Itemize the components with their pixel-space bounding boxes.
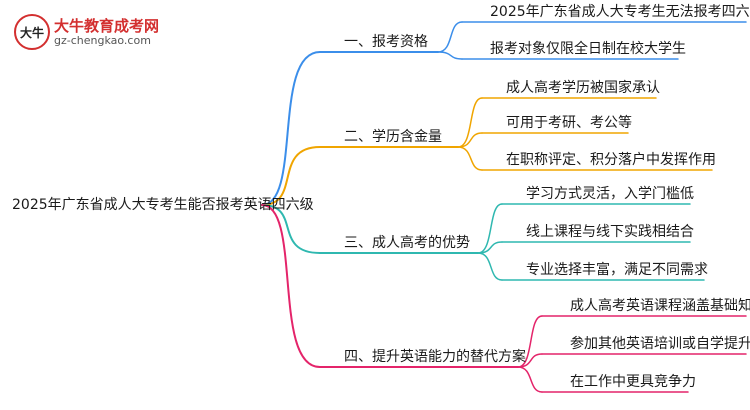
leaf-connector-1-2 [437, 51, 463, 60]
leaf-label-2-3: 在职称评定、积分落户中发挥作用 [506, 152, 716, 168]
leaf-label-1-2: 报考对象仅限全日制在校大学生 [490, 41, 686, 57]
leaf-connector-2-3 [457, 146, 483, 171]
leaf-label-4-3: 在工作中更具竞争力 [570, 374, 696, 390]
branch-label-4: 四、提升英语能力的替代方案 [344, 349, 526, 365]
root-topic: 2025年广东省成人大专考生能否报考英语四六级 [12, 197, 314, 213]
leaf-label-3-3: 专业选择丰富，满足不同需求 [526, 262, 708, 278]
leaf-label-2-1: 成人高考学历被国家承认 [506, 80, 660, 96]
leaf-connector-4-2 [517, 353, 543, 368]
branch-label-1: 一、报考资格 [344, 34, 428, 50]
leaf-label-3-2: 线上课程与线下实践相结合 [526, 224, 694, 240]
branch-connector-1 [261, 51, 321, 206]
branch-connector-3 [261, 204, 321, 254]
logo-title: 大牛教育成考网 [54, 17, 160, 35]
leaf-label-1-1: 2025年广东省成人大专考生无法报考四六级 [490, 4, 750, 20]
branch-connector-4 [261, 204, 321, 368]
leaf-connector-4-3 [517, 366, 543, 393]
leaf-connector-3-3 [477, 252, 503, 281]
logo-url: gz-chengkao.com [54, 34, 151, 47]
leaf-connector-2-2 [457, 132, 483, 148]
site-logo[interactable]: 大牛 大牛教育成考网 gz-chengkao.com [14, 14, 164, 50]
leaf-connector-2-1 [457, 97, 483, 148]
leaf-connector-4-1 [517, 315, 543, 368]
leaf-connector-3-1 [477, 203, 503, 254]
branch-label-3: 三、成人高考的优势 [344, 235, 470, 251]
leaf-label-4-1: 成人高考英语课程涵盖基础知识 [570, 298, 750, 314]
leaf-connector-1-1 [437, 21, 463, 53]
leaf-label-2-2: 可用于考研、考公等 [506, 115, 632, 131]
leaf-label-4-2: 参加其他英语培训或自学提升能力 [570, 336, 750, 352]
leaf-label-3-1: 学习方式灵活，入学门槛低 [526, 186, 694, 202]
logo-badge-icon: 大牛 [14, 14, 50, 50]
branch-label-2: 二、学历含金量 [344, 129, 442, 145]
branch-connector-2 [261, 146, 321, 206]
leaf-connector-3-2 [477, 241, 503, 254]
